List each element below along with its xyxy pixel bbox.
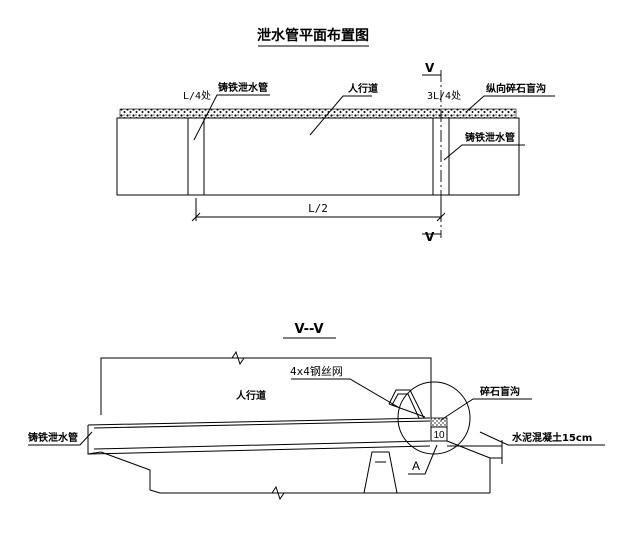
section-title: V--V [294, 322, 323, 337]
girder-web [363, 451, 398, 494]
leader-gravel [440, 398, 532, 421]
section-label-sidewalk: 人行道 [236, 389, 266, 402]
mesh-funnel-inner [391, 393, 420, 419]
label-drain: 铸铁泄水管 [28, 431, 78, 444]
leader-drain-right [443, 144, 525, 161]
label-gravel-ditch: 纵向碎石盲沟 [486, 82, 546, 95]
label-sidewalk: 人行道 [348, 82, 378, 95]
leader-detail-a [408, 444, 438, 475]
label-drain-left: 铸铁泄水管 [218, 81, 268, 94]
label-three-quarter: 3L/4处 [427, 90, 461, 102]
drain-pipe-bottom-inner [93, 440, 431, 450]
plan-title: 泄水管平面布置图 [257, 27, 369, 44]
label-mesh: 4x4钢丝网 [290, 365, 343, 378]
section-mark-bottom: V [425, 230, 435, 244]
dim-tick-right [436, 212, 446, 222]
mesh-funnel-outer [388, 389, 425, 419]
leader-drain-left [193, 94, 270, 141]
section-mark-top: V [425, 61, 435, 75]
label-detail-a: A [412, 459, 420, 473]
dim-half-span-label: L/2 [308, 202, 328, 215]
leader-gravel-ditch [465, 95, 555, 113]
label-quarter: L/4处 [183, 90, 211, 102]
sidewalk-block-outline [100, 357, 432, 418]
break-mark-top [231, 350, 245, 366]
leader-drain [28, 431, 93, 446]
deck-left-flange [100, 451, 161, 494]
plan-view: 泄水管平面布置图 V V L/2 L/4处 铸铁泄水管 人行道 3L/4处 纵向… [116, 27, 555, 244]
drain-pipe-quarter [187, 117, 205, 196]
detail-circle [397, 381, 471, 455]
label-gravel: 碎石盲沟 [480, 385, 520, 398]
drain-pipe-bottom-wall [87, 445, 431, 455]
section-view: V--V 10 4x4钢丝网 人行道 碎 [28, 322, 605, 501]
dim-10-label: 10 [433, 430, 445, 441]
gravel-box [430, 417, 448, 428]
leader-concrete [479, 431, 605, 446]
leader-mesh [291, 378, 399, 408]
gravel-ditch-strip [119, 108, 517, 119]
sidewalk-slab [116, 117, 520, 196]
leader-sidewalk [309, 95, 372, 136]
drain-pipe-top-wall [87, 417, 431, 426]
drain-pipe-outlet-cap [87, 425, 102, 455]
mesh-bottom [388, 403, 426, 418]
break-mark-bottom [271, 485, 285, 501]
label-drain-right: 铸铁泄水管 [465, 131, 515, 144]
label-concrete: 水泥混凝土15cm [511, 431, 592, 444]
dim-tick-left [191, 212, 201, 222]
dim-10-box [430, 426, 448, 442]
drain-pipe-top-inner [93, 420, 431, 429]
